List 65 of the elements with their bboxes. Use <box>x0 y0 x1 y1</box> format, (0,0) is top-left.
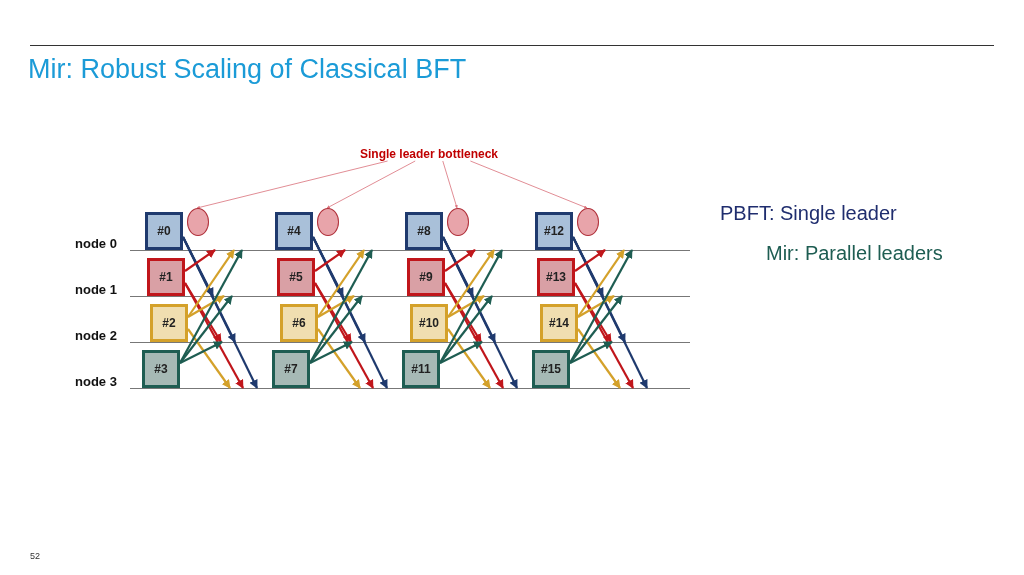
arrow <box>184 282 244 389</box>
arrow <box>447 249 495 318</box>
arrow <box>187 249 235 318</box>
message-box: #0 <box>145 212 183 250</box>
arrow <box>574 282 634 389</box>
message-box: #6 <box>280 304 318 342</box>
arrow <box>187 295 225 318</box>
message-box: #3 <box>142 350 180 388</box>
arrow <box>444 282 504 389</box>
node-label: node 0 <box>75 236 117 251</box>
arrow <box>447 295 485 318</box>
message-box: #11 <box>402 350 440 388</box>
arrow <box>574 249 606 272</box>
arrow <box>179 249 243 364</box>
message-box: #5 <box>277 258 315 296</box>
subtitle-text: Mir: Parallel leaders <box>766 242 943 265</box>
arrow <box>317 249 365 318</box>
arrow <box>439 249 503 364</box>
bottleneck-ellipse <box>577 208 599 236</box>
arrow <box>317 328 361 389</box>
node-label: node 2 <box>75 328 117 343</box>
bottleneck-ellipse <box>447 208 469 236</box>
message-box: #2 <box>150 304 188 342</box>
message-box: #14 <box>540 304 578 342</box>
arrow <box>577 249 625 318</box>
arrow <box>572 236 648 389</box>
arrow <box>577 295 615 318</box>
message-box: #13 <box>537 258 575 296</box>
page-number: 52 <box>30 551 40 561</box>
arrow <box>314 282 374 389</box>
message-box: #9 <box>407 258 445 296</box>
message-box: #15 <box>532 350 570 388</box>
arrow <box>442 236 518 389</box>
subtitle-text: PBFT: Single leader <box>720 202 897 225</box>
arrow <box>439 341 483 364</box>
arrow <box>187 328 231 389</box>
arrow <box>444 249 476 272</box>
arrow <box>184 249 216 272</box>
arrow <box>179 341 223 364</box>
arrow <box>439 295 493 364</box>
arrow <box>312 236 388 389</box>
node-label: node 1 <box>75 282 117 297</box>
message-box: #4 <box>275 212 313 250</box>
arrow <box>447 328 491 389</box>
message-box: #1 <box>147 258 185 296</box>
arrow <box>179 295 233 364</box>
message-box: #12 <box>535 212 573 250</box>
arrow <box>317 295 355 318</box>
arrow <box>182 236 258 389</box>
arrow <box>569 249 633 364</box>
arrow <box>577 328 621 389</box>
arrow <box>309 249 373 364</box>
message-box: #10 <box>410 304 448 342</box>
arrow <box>314 249 346 272</box>
node-label: node 3 <box>75 374 117 389</box>
slide-title: Mir: Robust Scaling of Classical BFT <box>28 54 467 85</box>
arrow <box>309 295 363 364</box>
message-box: #8 <box>405 212 443 250</box>
bottleneck-ellipse <box>317 208 339 236</box>
arrow <box>309 341 353 364</box>
callout-text: Single leader bottleneck <box>360 147 499 161</box>
arrow <box>569 341 613 364</box>
message-box: #7 <box>272 350 310 388</box>
bottleneck-ellipse <box>187 208 209 236</box>
arrow <box>569 295 623 364</box>
